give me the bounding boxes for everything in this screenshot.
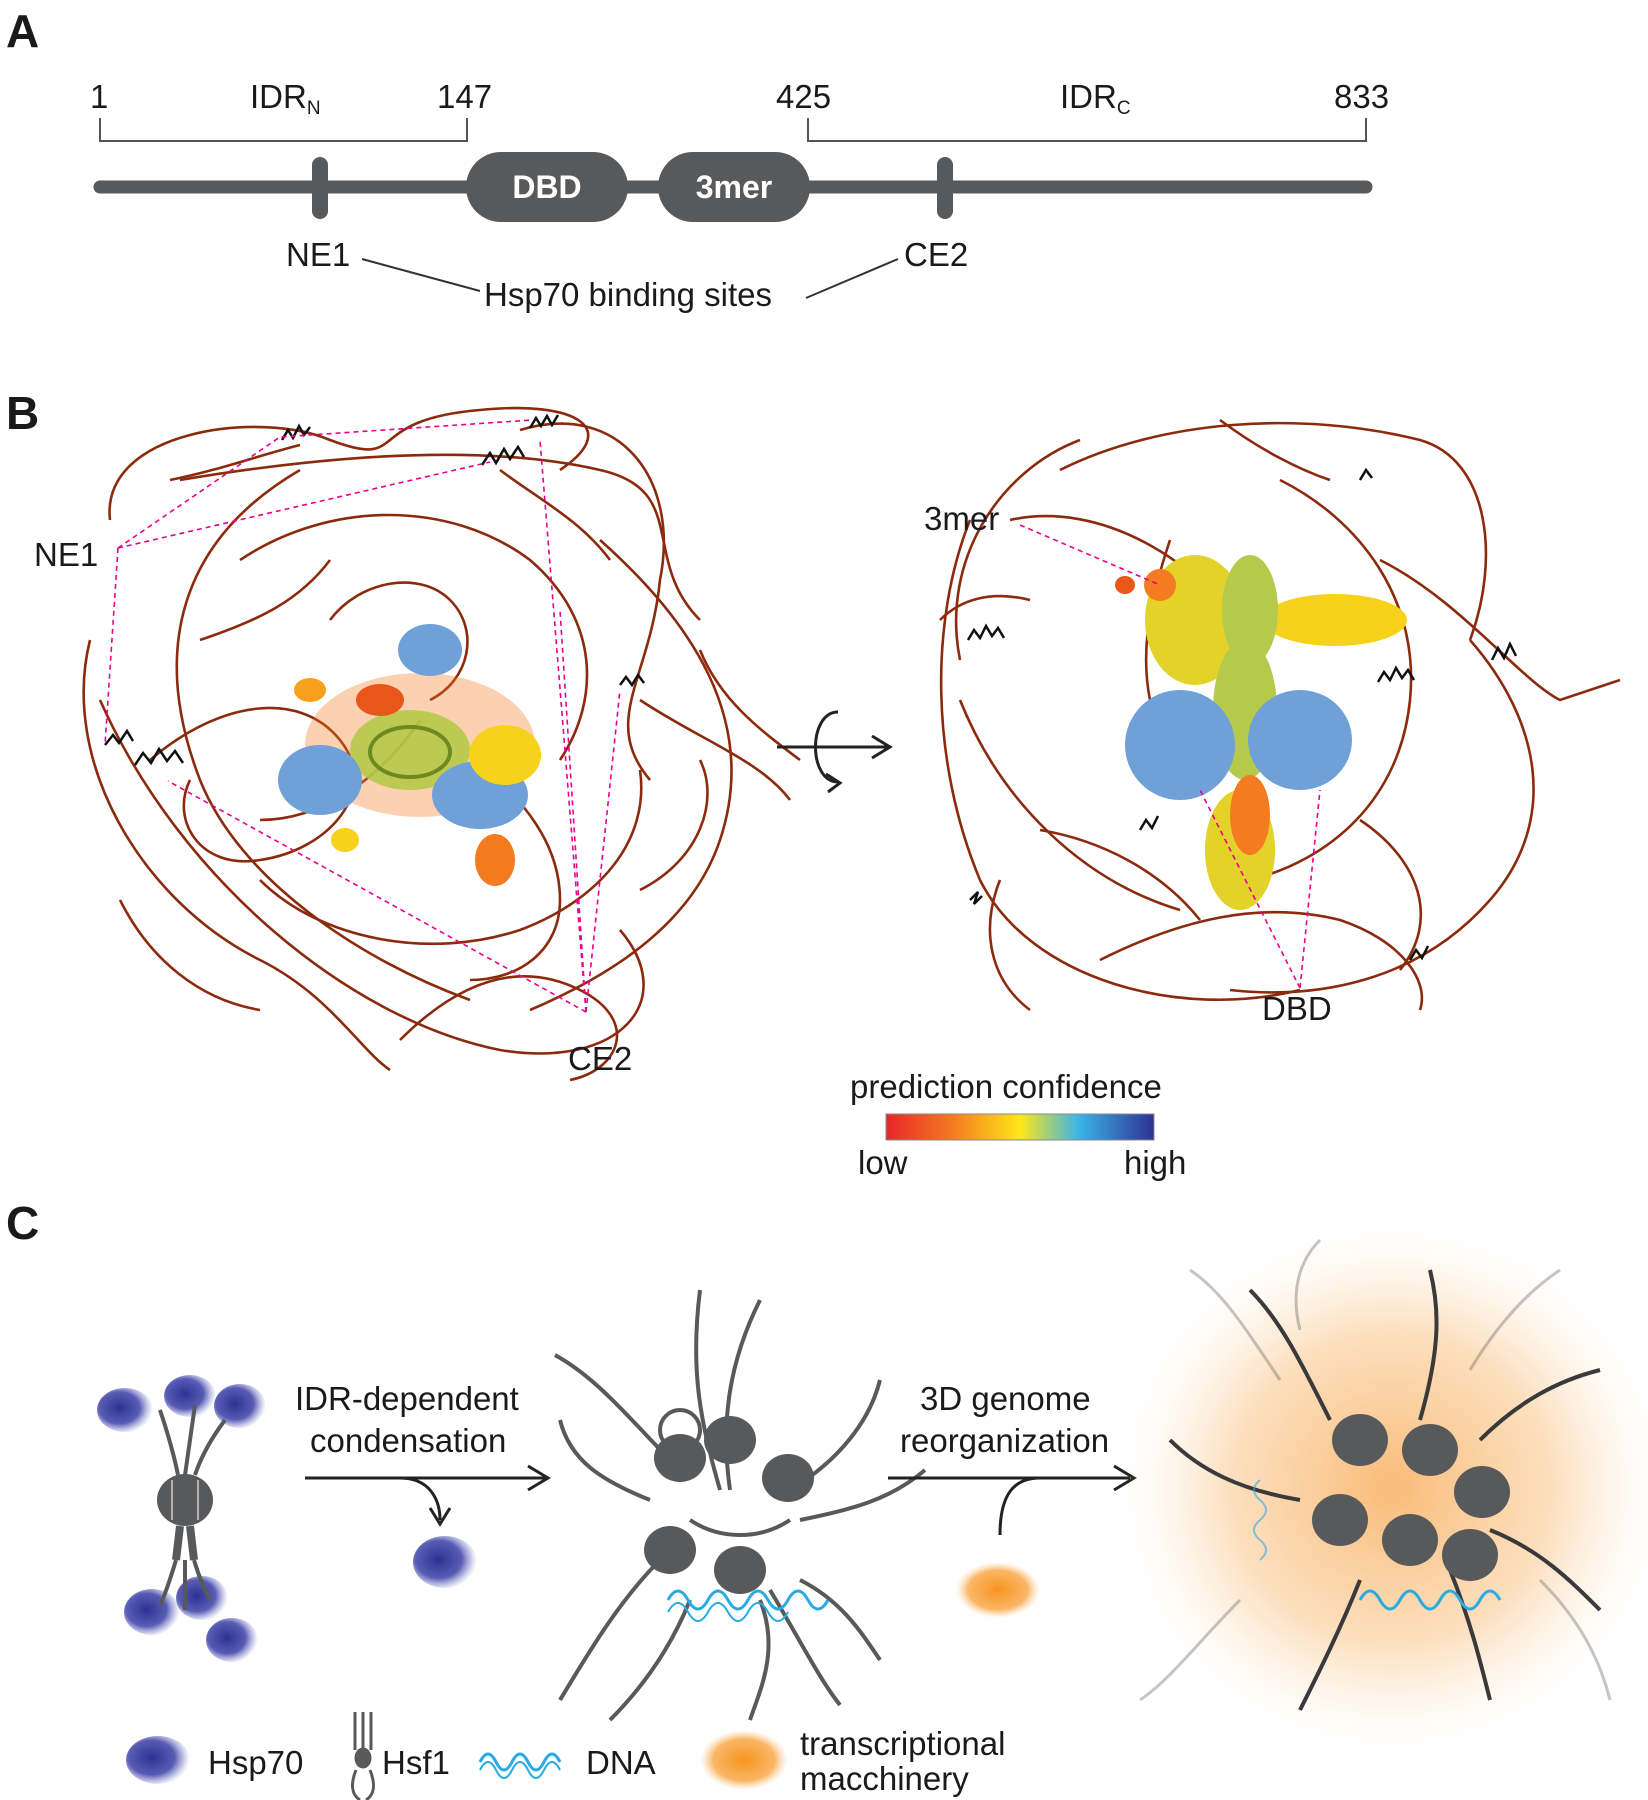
position-147-label: 147 — [437, 78, 493, 115]
legend-dna-label: DNA — [586, 1744, 656, 1781]
legend-machinery-label-line1: transcriptional — [800, 1725, 1006, 1762]
legend-dna-icon — [478, 1752, 562, 1779]
ce2-site-label: CE2 — [904, 236, 969, 273]
condensate-dna — [666, 1589, 830, 1611]
right-trimer-label: 3mer — [924, 500, 1000, 537]
left-ce2-label: CE2 — [568, 1040, 633, 1077]
transcription-machinery-blob — [956, 1562, 1040, 1618]
position-833-label: 833 — [1334, 78, 1390, 115]
right-model-binding-segments — [966, 467, 1518, 961]
step1-label-line1: IDR-dependent — [295, 1380, 519, 1417]
right-model-disordered-loops — [939, 418, 1621, 1012]
right-model-site-connectors — [1019, 524, 1321, 989]
hsf1-hsp70-complex — [97, 1375, 266, 1662]
released-hsp70 — [413, 1536, 477, 1588]
condensation-arrow-icon — [305, 1464, 551, 1527]
right-dbd-label: DBD — [1262, 990, 1332, 1027]
ce2-marker — [937, 157, 953, 219]
confidence-colorbar — [885, 1113, 1155, 1141]
panel-b-letter: B — [6, 387, 40, 439]
position-1-label: 1 — [90, 78, 109, 115]
legend-machinery-icon — [700, 1730, 788, 1790]
legend-machinery-label-line2: macchinery — [800, 1760, 969, 1797]
ne1-site-label: NE1 — [286, 236, 351, 273]
left-model-site-connectors — [104, 419, 621, 1013]
legend-hsf1-icon — [351, 1712, 375, 1800]
left-model-binding-segments — [104, 413, 645, 766]
legend-hsp70-label: Hsp70 — [208, 1744, 304, 1781]
rotation-arrow-icon — [777, 710, 893, 794]
hsp70-binding-caption: Hsp70 binding sites — [484, 276, 773, 313]
ne1-marker — [312, 157, 328, 219]
step2-label-line1: 3D genome — [920, 1380, 1091, 1417]
left-model-disordered-loops — [82, 406, 801, 1082]
legend-hsp70-icon — [126, 1736, 190, 1784]
step1-label-line2: condensation — [310, 1422, 507, 1459]
legend-hsf1-label: Hsf1 — [382, 1744, 450, 1781]
condensate-trimer-heads — [644, 1416, 814, 1594]
panel-a-letter: A — [6, 5, 40, 57]
colorbar-high-label: high — [1124, 1144, 1187, 1181]
left-model-structured-core — [278, 624, 541, 886]
right-model-structured-core — [1115, 555, 1407, 910]
trimer-domain: 3mer — [658, 152, 810, 222]
colorbar-low-label: low — [858, 1144, 908, 1181]
structure-models — [82, 406, 1621, 1141]
step2-label-line2: reorganization — [900, 1422, 1110, 1459]
left-ne1-label: NE1 — [34, 536, 99, 573]
dbd-domain: DBD — [466, 152, 628, 222]
reorganized-condensate — [1122, 1226, 1648, 1750]
colorbar-title: prediction confidence — [850, 1068, 1162, 1105]
position-425-label: 425 — [776, 78, 832, 115]
idr-n-label: IDRN — [250, 78, 321, 119]
panel-c-letter: C — [6, 1197, 40, 1249]
idr-c-label: IDRC — [1060, 78, 1131, 119]
hsf1-condensate — [554, 1289, 927, 1722]
reorganization-arrow-icon — [888, 1464, 1137, 1536]
